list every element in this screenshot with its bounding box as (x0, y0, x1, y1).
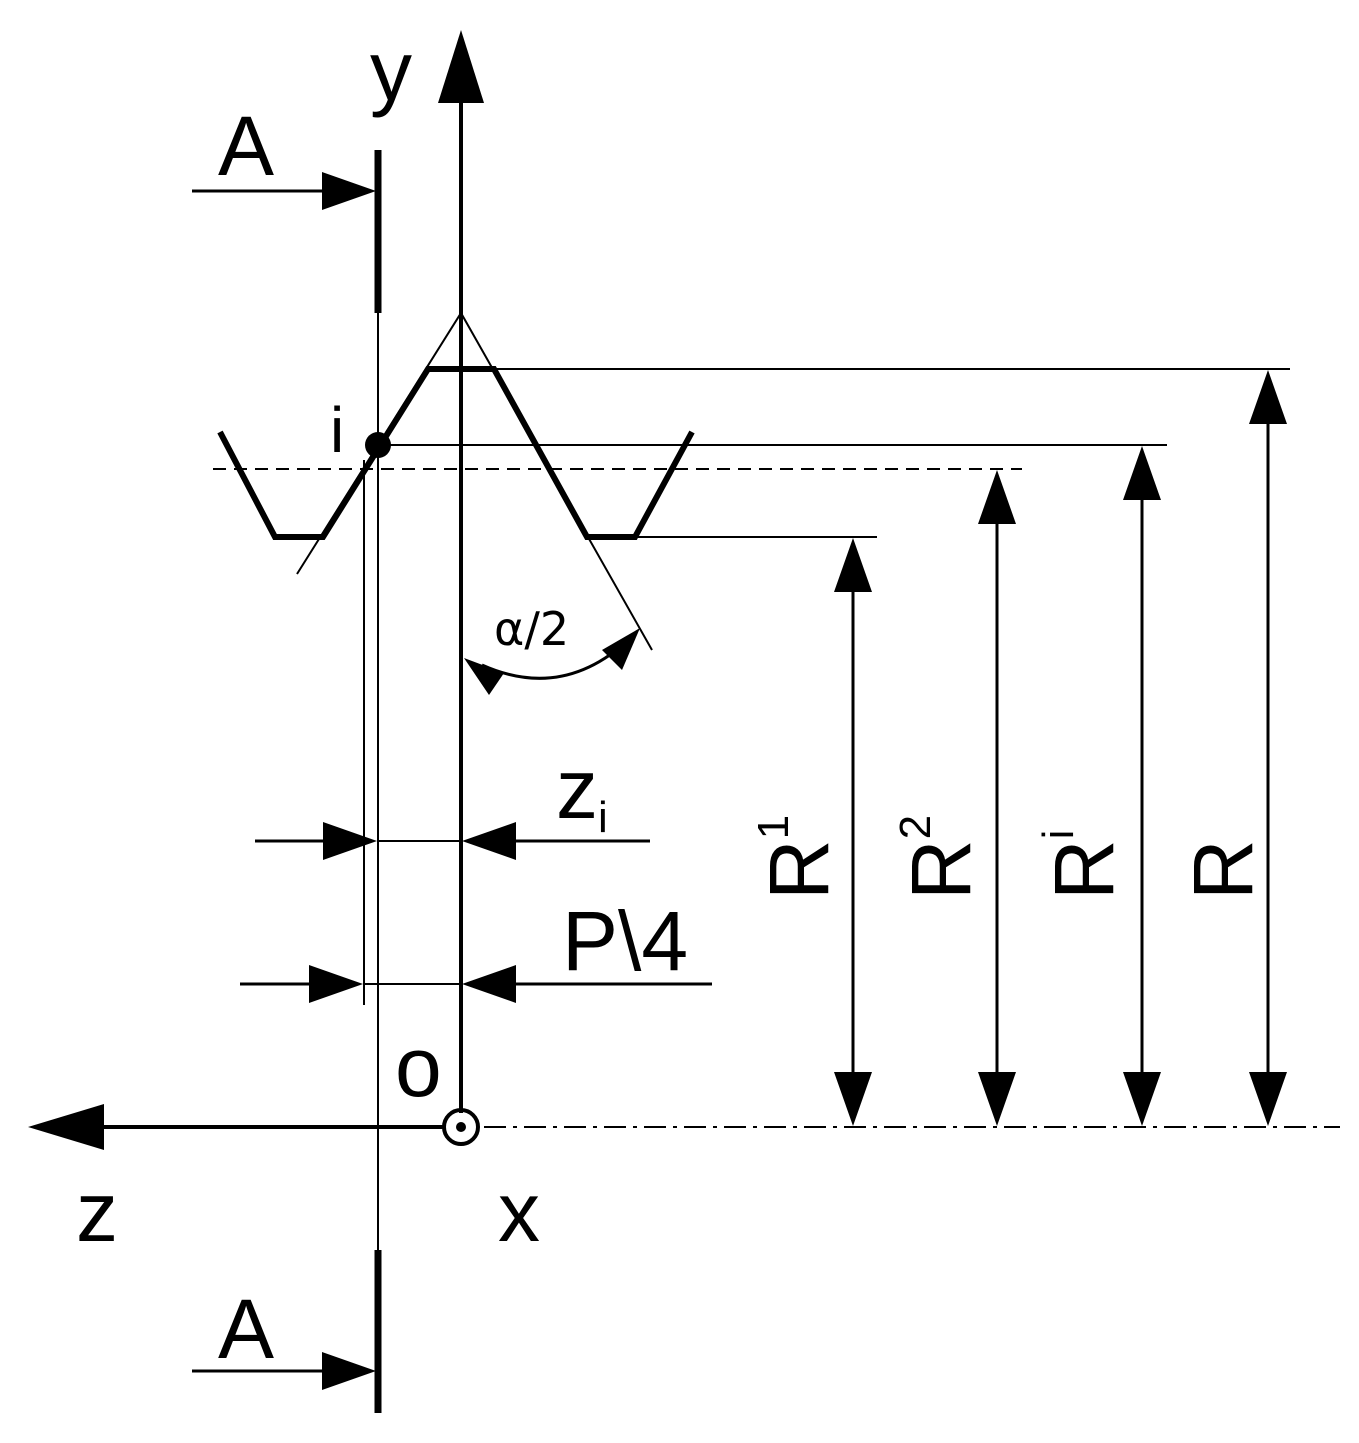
r2-label-main: R (894, 839, 988, 900)
zi-label: zi (556, 742, 608, 842)
y-axis-label: y (370, 24, 412, 118)
section-arrow-bottom-head (322, 1352, 376, 1390)
zi-dimension (255, 822, 650, 860)
svg-text:R2: R2 (891, 815, 988, 900)
r1-label-sub: 1 (749, 815, 798, 839)
thread-profile (217, 366, 695, 540)
ri-label: Ri (1034, 830, 1131, 900)
half-angle-label: α/2 (494, 602, 569, 656)
r1-label: R1 (749, 815, 846, 900)
section-label-bottom: A (218, 1282, 274, 1376)
r1-dimension (834, 538, 872, 1126)
half-angle-arrow-left (464, 658, 504, 695)
r-label: R (1176, 839, 1270, 900)
origin-label: o (395, 1020, 442, 1114)
r2-label: R2 (891, 815, 988, 900)
p4-dimension (240, 965, 712, 1003)
svg-text:R1: R1 (749, 815, 846, 900)
point-i-label: i (330, 394, 344, 466)
ri-label-sub: i (1034, 830, 1083, 840)
r2-label-sub: 2 (891, 815, 940, 839)
zi-label-sub: i (598, 793, 608, 842)
point-i-marker (365, 432, 391, 458)
z-axis-arrowhead (28, 1104, 104, 1150)
zi-label-main: z (556, 742, 598, 836)
r2-dimension (978, 470, 1016, 1126)
ri-label-main: R (1037, 839, 1131, 900)
y-axis-arrowhead (438, 30, 484, 103)
p4-label: P\4 (562, 894, 688, 988)
r-dimension (1249, 370, 1287, 1126)
r1-label-main: R (752, 839, 846, 900)
origin-inner-dot (456, 1122, 466, 1132)
sharp-v-profile (296, 311, 653, 651)
section-arrow-top-head (322, 172, 376, 210)
half-angle-arrow-right (602, 628, 640, 670)
x-axis-label: x (498, 1165, 540, 1259)
section-label-top: A (218, 99, 274, 193)
origin-outer-circle (442, 1108, 480, 1146)
r-label-main: R (1176, 839, 1270, 900)
z-axis-label: z (76, 1165, 118, 1259)
ri-dimension (1123, 446, 1161, 1126)
svg-text:Ri: Ri (1034, 830, 1131, 900)
